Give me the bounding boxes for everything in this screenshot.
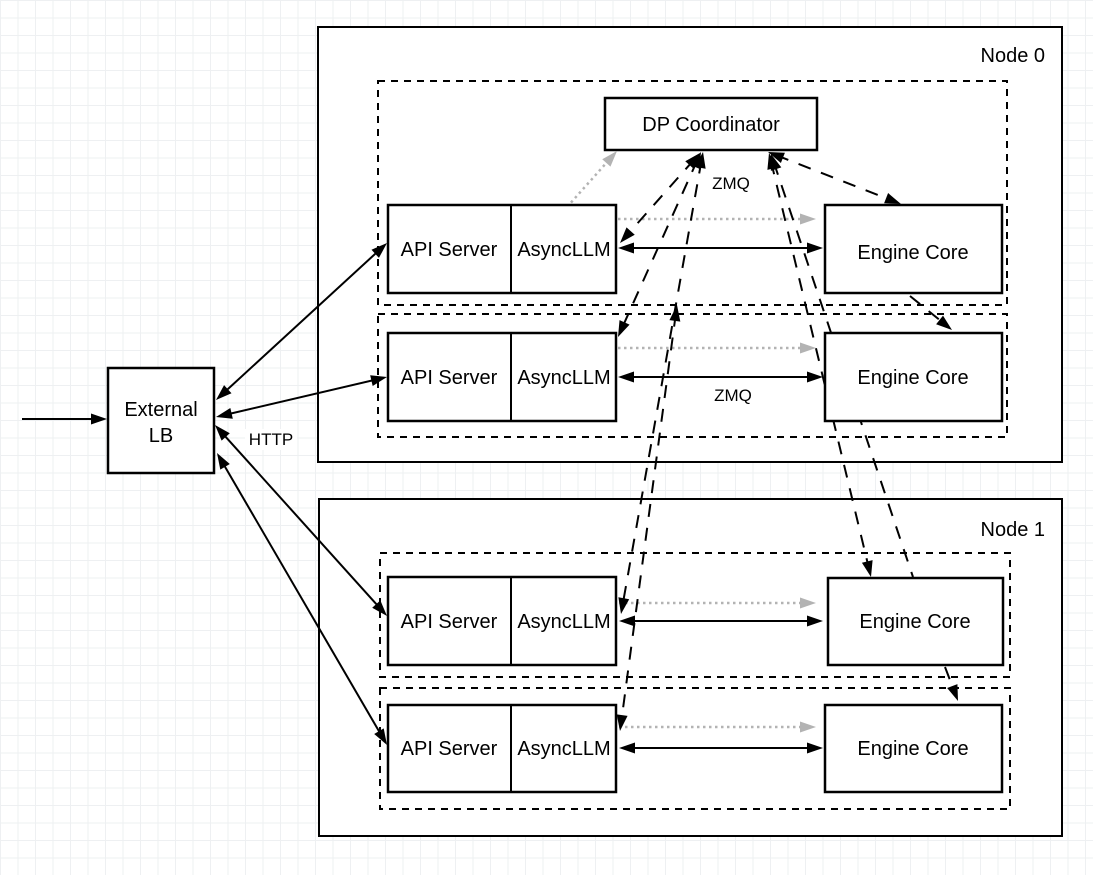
arrowhead xyxy=(619,615,635,627)
dp-coordinator-box xyxy=(603,96,819,152)
asyncllm-label-n1r1: AsyncLLM xyxy=(517,611,610,633)
arrowhead xyxy=(620,227,635,243)
edge-dashed-coord-asyncllm-n1r1 xyxy=(621,160,703,606)
engine-core-label-n0r1: Engine Core xyxy=(857,242,968,264)
engine-core-box-n1r1 xyxy=(826,576,1005,667)
arrowhead xyxy=(618,371,634,383)
arrowhead xyxy=(217,453,230,470)
zmq-label-halo-row2 xyxy=(707,385,759,406)
arrowhead xyxy=(91,413,107,425)
api-server-label-n1r2: API Server xyxy=(401,738,498,760)
arrowhead xyxy=(374,728,387,745)
external-lb-label-line1: External xyxy=(124,399,197,421)
arrowhead xyxy=(216,385,232,400)
api-asyncllm-box-n0r1 xyxy=(386,203,618,295)
api-asyncllm-box-n1r1 xyxy=(386,575,618,667)
http-label: HTTP xyxy=(249,430,293,449)
edge-dashed-coord-asyncllm-n0r1 xyxy=(625,158,695,238)
arrowheads-layer xyxy=(91,151,958,754)
arrowhead xyxy=(619,742,635,754)
api-server-label-n1r1: API Server xyxy=(401,611,498,633)
arrowhead xyxy=(936,315,952,330)
arrowhead xyxy=(370,375,387,386)
arrowhead xyxy=(807,242,823,254)
engine-core-label-n1r2: Engine Core xyxy=(857,738,968,760)
arrowhead xyxy=(602,151,617,167)
external-lb-box xyxy=(106,366,216,475)
api-asyncllm-box-n1r2 xyxy=(386,703,618,794)
arrowhead xyxy=(947,684,958,701)
asyncllm-label-n0r2: AsyncLLM xyxy=(517,367,610,389)
engine-core-box-n1r2 xyxy=(823,703,1004,794)
edge-dashed-engine-chain-n0 xyxy=(909,295,946,326)
dp-coordinator-label: DP Coordinator xyxy=(642,114,780,136)
node0-replica1-group xyxy=(377,80,1008,306)
arrowhead xyxy=(807,742,823,754)
arrowhead xyxy=(768,152,785,163)
edge-lb-api-n1r1 xyxy=(220,430,382,611)
external-lb-label-line2: LB xyxy=(149,425,173,447)
arrowhead xyxy=(669,305,681,322)
engine-core-label-n0r2: Engine Core xyxy=(857,367,968,389)
asyncllm-label-n1r2: AsyncLLM xyxy=(517,738,610,760)
api-asyncllm-box-n0r2 xyxy=(386,331,618,423)
edge-dashed-coord-asyncllm-n1r2 xyxy=(620,313,677,723)
edge-dashed-coord-asyncllm-n0r2 xyxy=(620,159,699,330)
arrowhead xyxy=(807,615,823,627)
arrowhead xyxy=(372,600,387,616)
api-server-label-n0r2: API Server xyxy=(401,367,498,389)
arrowhead xyxy=(770,154,782,171)
edge-lb-api-n0r1 xyxy=(221,248,382,395)
arrowhead xyxy=(694,152,706,169)
zmq-label-engine: ZMQ xyxy=(714,386,752,405)
arrowhead xyxy=(807,371,823,383)
zmq-label-coordinator: ZMQ xyxy=(712,174,750,193)
api-server-label-n0r1: API Server xyxy=(401,239,498,261)
http-label-halo xyxy=(245,429,297,450)
node0-label: Node 0 xyxy=(981,45,1046,67)
arrowhead xyxy=(216,408,233,419)
arrowhead xyxy=(618,242,634,254)
edge-lb-api-n0r2 xyxy=(224,378,379,416)
arrowhead xyxy=(861,560,873,577)
arrowhead xyxy=(800,342,816,354)
edge-dashed-coord-engine-n1r1 xyxy=(770,161,870,569)
arrowhead xyxy=(616,714,628,731)
arrowhead xyxy=(618,320,630,337)
arrowhead xyxy=(371,243,387,258)
edge-lb-api-n1r2 xyxy=(220,460,384,738)
arrowhead xyxy=(685,153,700,169)
node1-replica2-group xyxy=(379,687,1011,810)
engine-core-box-n0r2 xyxy=(823,331,1004,423)
node0-replica2-group xyxy=(377,313,1008,438)
arrowhead xyxy=(884,193,901,204)
edge-dashed-coord-engine-n0r1 xyxy=(775,154,894,202)
edge-gray-asyncllm-coordinator xyxy=(566,156,613,208)
node1-label: Node 1 xyxy=(981,519,1046,541)
edge-dashed-engine-chain-n1 xyxy=(944,666,956,694)
arrowhead xyxy=(215,425,230,441)
arrowhead xyxy=(800,597,816,609)
boxes-layer xyxy=(106,96,1005,794)
edges-layer xyxy=(22,154,956,749)
engine-core-label-n1r1: Engine Core xyxy=(859,611,970,633)
arrowhead xyxy=(618,597,630,614)
zmq-label-halo-top xyxy=(705,171,757,192)
engine-core-box-n0r1 xyxy=(823,203,1004,295)
labels-layer: Node 0 Node 1 External LB DP Coordinator… xyxy=(124,45,1045,760)
asyncllm-label-n0r1: AsyncLLM xyxy=(517,239,610,261)
arrowhead xyxy=(800,721,816,733)
arrowhead xyxy=(800,213,816,225)
node1-replica1-group xyxy=(379,552,1011,678)
